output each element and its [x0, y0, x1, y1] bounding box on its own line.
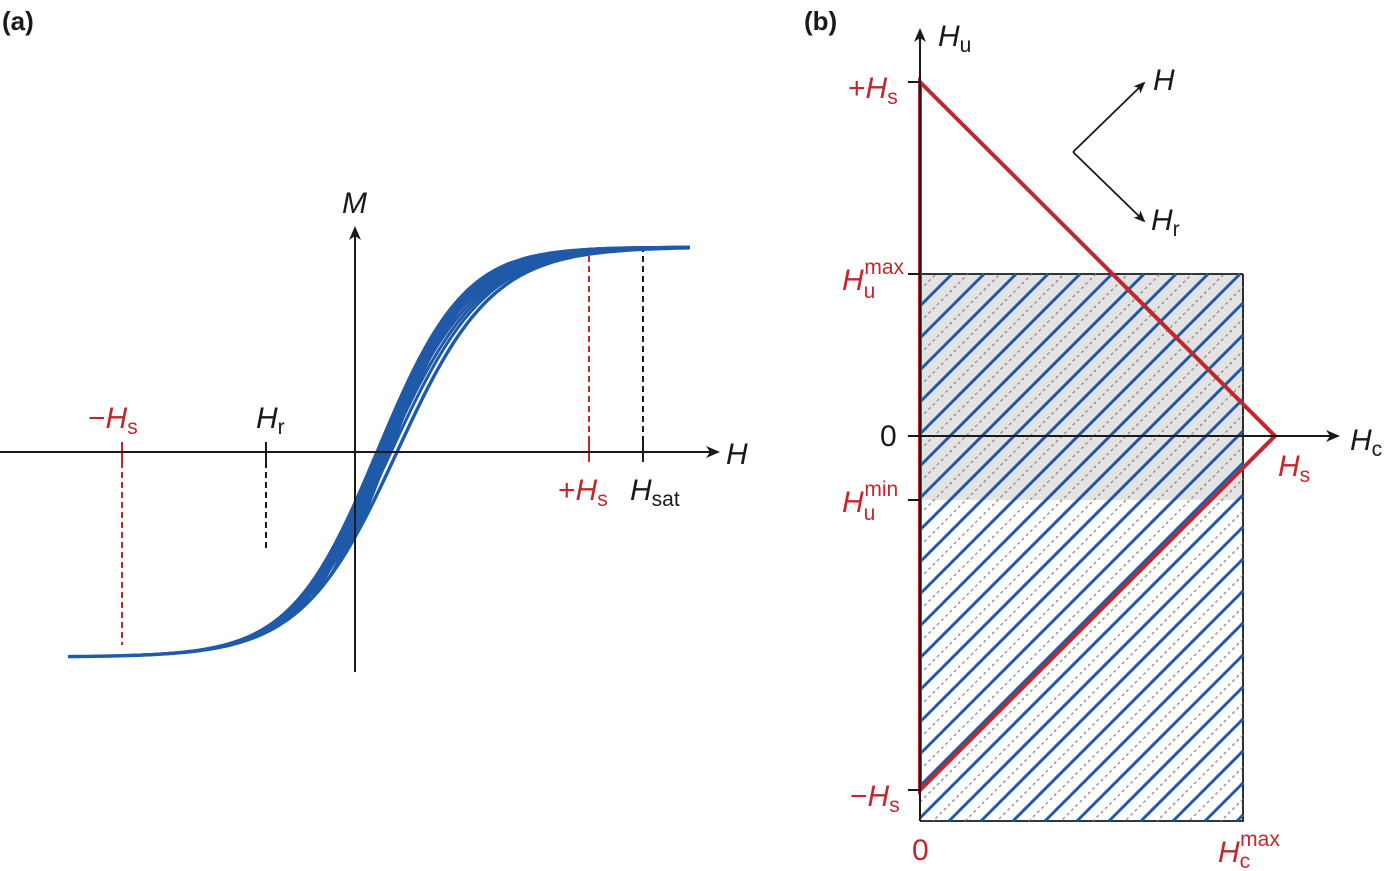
pos-hs-label: +Hs	[558, 474, 608, 511]
reversal-curve	[328, 245, 690, 578]
dotted-guide-line	[919, 273, 937, 291]
reversal-curve	[353, 245, 688, 538]
forc-diagonal-line	[1139, 717, 1245, 823]
forc-diagonal-line	[918, 493, 1245, 820]
reversal-curve	[343, 245, 691, 555]
hsat-label: Hsat	[630, 474, 680, 511]
panel-b-label: (b)	[804, 6, 837, 36]
hs-label-b: Hs	[1278, 450, 1310, 487]
hr-direction-arrow	[1072, 151, 1146, 223]
dotted-guide-line	[932, 510, 1244, 822]
zero-y-label: 0	[880, 420, 897, 453]
hc-axis-label: Hc	[1350, 424, 1382, 461]
h-direction-arrow	[1072, 81, 1146, 153]
panel-a-label: (a)	[2, 6, 34, 36]
forc-diagonal-line	[918, 272, 1082, 436]
h-axis-label: H	[726, 438, 748, 471]
forc-diagonal-line	[1203, 781, 1245, 823]
preisach-box	[920, 274, 1244, 822]
forc-diagonal-line	[979, 557, 1245, 823]
dotted-guide-line	[1060, 638, 1244, 822]
hu-axis-label: Hu	[938, 20, 971, 57]
forc-diagonal-line	[918, 272, 1178, 532]
forc-diagonal-line	[918, 272, 1050, 404]
forc-diagonal-line	[918, 272, 1146, 500]
forc-diagonal-line	[918, 301, 1245, 628]
forc-diagonal-line	[918, 272, 954, 308]
forc-diagonal-line	[947, 525, 1245, 823]
diagonal-lines	[918, 272, 1245, 823]
dotted-guide-line	[919, 350, 1244, 675]
dotted-guide-line	[919, 273, 969, 323]
dotted-guide-line	[996, 574, 1244, 822]
forc-diagonal-line	[1171, 749, 1245, 823]
forc-diagonal-line	[918, 333, 1245, 660]
hr-direction-label: Hr	[1151, 204, 1180, 241]
dotted-guide-line	[1188, 766, 1244, 822]
forc-diagonal-line	[918, 272, 986, 340]
hr-label: Hr	[256, 402, 285, 439]
dotted-guide-line	[919, 446, 1244, 771]
forc-diagonal-line	[1235, 813, 1245, 823]
dotted-guide-line	[919, 273, 1001, 355]
forc-diagonal-line	[1011, 589, 1245, 823]
dotted-guide-line	[919, 273, 1161, 515]
forc-diagonal-line	[1107, 685, 1245, 823]
forc-diagonal-line	[918, 272, 1242, 596]
forc-diagonal-line	[1043, 621, 1245, 823]
forc-diagonal-line	[918, 272, 1114, 468]
dotted-guide-line	[919, 273, 1065, 419]
pos-hs-label-b: +Hs	[848, 72, 898, 109]
panel-b: (b) Hu Hc +Hs −Hs Hs Humax Humin Hcmax 0…	[804, 6, 1382, 871]
dotted-guide-line	[919, 273, 1193, 547]
m-axis-label: M	[342, 187, 367, 220]
dotted-guide-line	[964, 542, 1244, 822]
dotted-guide-line	[919, 273, 1129, 483]
panel-a: (a) H M −Hs Hr +Hs Hsat	[0, 6, 748, 672]
reversal-curve	[308, 245, 688, 602]
forc-diagonal-line	[918, 365, 1245, 692]
dotted-guide-line	[919, 478, 1244, 803]
forc-diagonal-line	[918, 397, 1245, 724]
neg-hs-label-b: −Hs	[850, 780, 900, 817]
zero-x-label: 0	[912, 834, 929, 867]
forc-diagonal-line	[918, 272, 1018, 372]
reversal-curve	[288, 245, 689, 619]
forc-curves	[68, 245, 691, 659]
forc-diagonal-line	[918, 429, 1245, 756]
forc-diagonal-line	[1075, 653, 1245, 823]
dotted-guide-line	[919, 273, 1033, 387]
dotted-guide-line	[1092, 670, 1244, 822]
dotted-guide-line	[919, 318, 1244, 643]
dotted-guide-line	[1028, 606, 1244, 822]
dotted-guide-line	[919, 414, 1244, 739]
hc-max-label: Hcmax	[1218, 828, 1280, 871]
hu-min-label: Humin	[842, 478, 898, 525]
forc-diagonal-line	[918, 461, 1245, 788]
dotted-guide-line	[1124, 702, 1244, 822]
h-direction-label: H	[1153, 64, 1175, 97]
reversal-curve	[169, 246, 689, 655]
reversal-curve	[189, 246, 688, 654]
dotted-guide-line	[1220, 798, 1244, 822]
hu-max-label: Humax	[842, 256, 905, 303]
major-descending-branch	[68, 246, 689, 659]
neg-hs-label: −Hs	[88, 402, 138, 439]
dotted-guide-line	[1156, 734, 1244, 822]
dotted-guide-line	[919, 286, 1244, 611]
